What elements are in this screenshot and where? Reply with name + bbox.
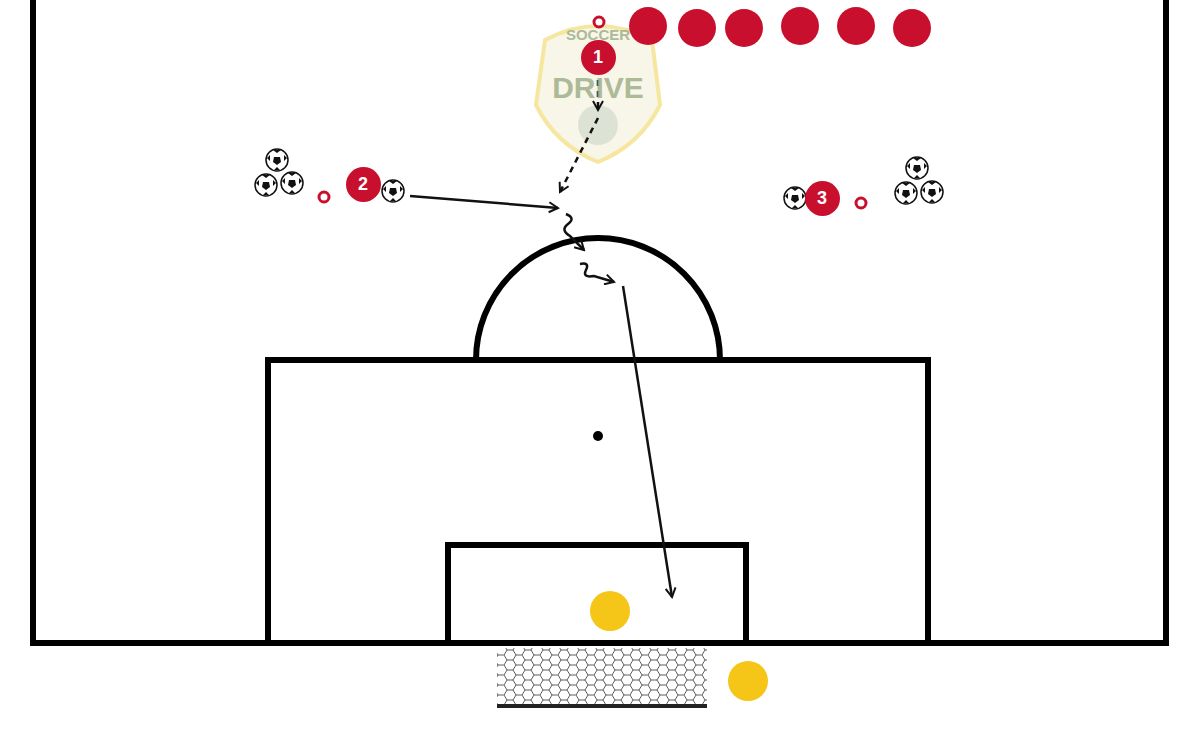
watermark-shield [536, 26, 660, 162]
goal-net [497, 648, 707, 706]
watermark-text: DRIVE [552, 71, 644, 105]
movement-lines [410, 80, 672, 597]
balls [255, 149, 943, 209]
player-number: 2 [358, 175, 368, 193]
goal-back [497, 704, 707, 708]
pitch-lines [33, 0, 1166, 643]
player-circle: 2 [346, 167, 381, 202]
player-number: 1 [593, 48, 603, 66]
cone [319, 17, 866, 208]
player-circle: 3 [805, 181, 840, 216]
penalty-spot [593, 431, 603, 441]
goalkeeper [590, 591, 630, 631]
player-number: 3 [817, 189, 827, 207]
goalkeeper [728, 661, 768, 701]
waiting-players [629, 7, 931, 47]
player-circle: 1 [581, 40, 616, 75]
